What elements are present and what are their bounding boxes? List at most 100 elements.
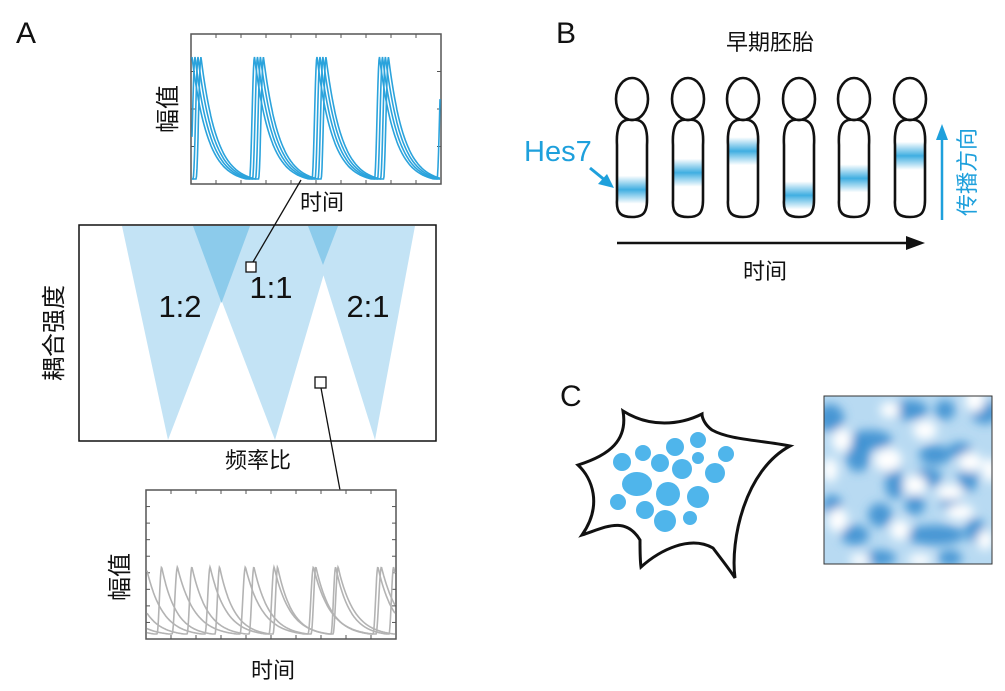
condensate-dot <box>635 445 651 461</box>
embryo-head <box>892 76 928 122</box>
bottom-plot-ylabel: 幅值 <box>106 553 134 601</box>
unsynchronized-oscillation-plot <box>145 489 397 640</box>
pattern-dark-spot <box>919 445 951 465</box>
hes7-expression-band <box>673 158 703 187</box>
pattern-dark-spot <box>892 400 928 420</box>
oscillation-trace <box>191 56 441 180</box>
propagation-arrow <box>936 124 948 220</box>
pattern-light-spot <box>828 508 848 532</box>
embryo-body <box>782 118 816 219</box>
tongue-frame <box>78 224 437 442</box>
condensate-dot <box>687 486 709 508</box>
time-arrow <box>617 236 925 250</box>
pattern-image <box>823 395 993 565</box>
panel-label-b: B <box>556 17 576 50</box>
embryo <box>836 76 872 219</box>
region-label-1-1: 1:1 <box>249 270 292 305</box>
condensate-dot <box>690 432 706 448</box>
embryo-body <box>726 118 760 219</box>
pattern-dark-spot <box>824 404 844 432</box>
tongue-overlap-2 <box>308 226 338 265</box>
connector-line-bottom <box>320 387 341 491</box>
pattern-dark-spot <box>885 471 905 499</box>
pattern-light-spot <box>908 554 932 564</box>
pattern-light-spot <box>913 420 937 440</box>
time-axis-label: 时间 <box>743 260 787 285</box>
oscillation-trace <box>191 56 441 180</box>
embryo-title: 早期胚胎 <box>726 31 814 56</box>
cell-illustration <box>575 407 795 579</box>
pattern-light-spot <box>880 402 900 418</box>
pattern-dark-spot <box>868 503 892 527</box>
pattern-frame <box>823 395 993 565</box>
pattern-light-spot <box>824 458 838 482</box>
embryo <box>781 76 817 219</box>
condensate-dot <box>613 453 631 471</box>
condensate-dot <box>656 482 680 506</box>
top-plot-traces <box>191 56 441 180</box>
embryo <box>892 76 928 219</box>
hes7-expression-band <box>839 164 869 193</box>
hes7-label: Hes7 <box>524 136 592 168</box>
embryo-head <box>781 76 817 122</box>
oscillation-trace <box>146 566 396 635</box>
pattern-light-spot <box>832 428 852 452</box>
tongue-ylabel: 耦合强度 <box>40 285 68 381</box>
pattern-light-spot <box>890 520 910 540</box>
condensate-dot <box>610 494 626 510</box>
top-plot-ylabel: 幅值 <box>154 85 182 133</box>
pattern-dark-spot <box>864 550 896 564</box>
condensate-dot <box>718 446 734 462</box>
oscillation-trace <box>191 56 440 180</box>
condensate-dot <box>654 510 676 532</box>
hes7-expression-band <box>617 175 647 204</box>
condensate-dot <box>692 452 704 464</box>
embryo <box>670 76 706 219</box>
pattern-dark-spot <box>935 400 955 420</box>
arnold-tongue-diagram: 1:2 1:1 2:1 <box>78 224 437 442</box>
embryo-head <box>614 76 650 122</box>
bottom-plot-xlabel: 时间 <box>251 659 295 684</box>
pattern-light-spot <box>982 458 992 482</box>
embryo-body <box>615 118 649 219</box>
tongue-2-1 <box>308 226 415 440</box>
pattern-blobs <box>824 396 992 564</box>
tongue-xlabel: 频率比 <box>225 449 291 474</box>
pattern-dark-spot <box>846 440 870 472</box>
pattern-dark-spot <box>938 550 962 564</box>
embryo-head <box>670 76 706 122</box>
embryo-head <box>836 76 872 122</box>
condensate-dot <box>672 459 692 479</box>
condensate-dot <box>636 501 654 519</box>
embryo-body <box>837 118 871 219</box>
hes7-expression-band <box>895 141 925 170</box>
sample-marker-synchronized <box>245 261 257 273</box>
pattern-dark-spot <box>905 495 925 515</box>
propagation-direction-label: 传播方向 <box>956 128 981 216</box>
condensate-dot <box>651 454 669 472</box>
bottom-plot-traces <box>146 564 396 635</box>
pattern-light-spot <box>965 396 985 412</box>
pattern-light-spot <box>850 554 870 564</box>
top-plot-xlabel: 时间 <box>300 191 344 216</box>
pattern-dark-spot <box>905 525 965 545</box>
pattern-light-spot <box>936 484 964 500</box>
embryo-body <box>893 118 927 219</box>
pattern-light-spot <box>874 448 902 472</box>
condensate-dot <box>705 463 725 483</box>
hes7-expression-band <box>784 181 814 210</box>
pattern-light-spot <box>977 530 992 550</box>
tongue-overlap-1 <box>193 226 250 303</box>
embryo-head <box>725 76 761 122</box>
synchronized-oscillation-plot <box>190 33 442 185</box>
hes7-expression-band <box>728 137 758 166</box>
pattern-light-spot <box>958 452 982 472</box>
region-label-2-1: 2:1 <box>346 289 389 324</box>
embryo-series <box>614 76 928 219</box>
embryo <box>614 76 650 219</box>
sample-marker-unsynchronized <box>314 376 327 389</box>
pattern-light-spot <box>903 475 927 495</box>
embryo <box>725 76 761 219</box>
panel-label-a: A <box>16 17 36 50</box>
